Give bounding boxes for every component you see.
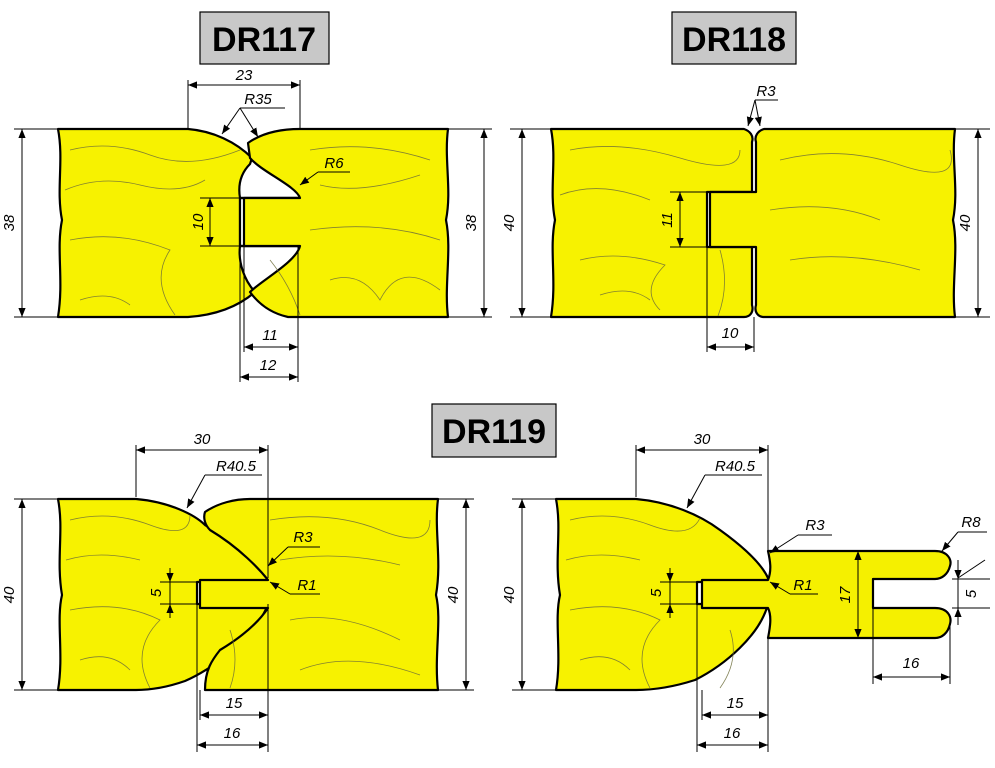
dr119-left-dim-30: 30	[194, 431, 211, 448]
dr119-left-board-a	[56, 497, 270, 692]
dr119-right-dim-40: 40	[501, 586, 518, 603]
dr118-dim-10: 10	[722, 325, 739, 342]
dr119-left-dim-r3: R3	[293, 529, 313, 546]
dr117-dim-r6: R6	[324, 155, 344, 172]
dr119-right-dim-16-slot: 16	[903, 655, 920, 672]
dr118-dim-r3: R3	[756, 83, 776, 100]
dr119-right-dim-r3: R3	[805, 517, 825, 534]
dr117-dim-11: 11	[262, 327, 278, 344]
dr118-profile: R3 40 40 11 10	[501, 83, 990, 352]
dr119-right-dim-17: 17	[837, 586, 854, 603]
dr118-right-board	[708, 127, 957, 319]
dr119-right-dim-r8: R8	[961, 514, 981, 531]
title-dr117-text: DR117	[212, 21, 316, 59]
dr119-right-dim-5-slot: 5	[963, 589, 980, 598]
dr118-left-board	[549, 127, 754, 319]
dr117-right-board	[242, 127, 450, 319]
dr119-right-dim-15: 15	[727, 695, 744, 712]
dr119-left-dim-r40-5: R40.5	[216, 458, 257, 475]
dr119-left-dim-r1: R1	[297, 577, 316, 594]
dr117-dim-38-left: 38	[1, 214, 18, 231]
dr119-left-dim-40-left: 40	[1, 586, 18, 603]
title-dr118-text: DR118	[682, 21, 786, 59]
dr119-right-dim-16: 16	[724, 725, 741, 742]
dr119-right-dim-5: 5	[648, 588, 665, 597]
dr118-dim-40-left: 40	[501, 214, 518, 231]
title-dr119: DR119	[431, 403, 557, 458]
dr119-left-dim-15: 15	[226, 695, 243, 712]
dr117-dim-r35: R35	[244, 91, 272, 108]
title-dr117: DR117	[199, 11, 330, 65]
dr119-right-rail	[554, 497, 770, 692]
dr119-right-panel	[700, 549, 952, 640]
dr119-left-dim-40-right: 40	[445, 586, 462, 603]
dr119-right-profile: 30 R40.5 R3 R1 R8 5 40 17 5	[501, 431, 990, 752]
dr117-dim-23: 23	[235, 67, 253, 84]
dr119-right-dim-r1: R1	[793, 577, 812, 594]
dr117-profile: 23 R35 R6 10 38 38 11 12	[1, 67, 492, 382]
dr118-dim-11: 11	[659, 212, 676, 228]
dr117-dim-38-right: 38	[463, 214, 480, 231]
dr117-dim-10: 10	[190, 213, 207, 230]
dr119-left-dim-5: 5	[148, 588, 165, 597]
dr119-right-dim-30: 30	[694, 431, 711, 448]
title-dr119-text: DR119	[442, 413, 546, 451]
title-dr118: DR118	[671, 11, 797, 65]
dr119-right-dim-r40-5: R40.5	[715, 458, 756, 475]
dr118-dim-40-right: 40	[957, 214, 974, 231]
dr119-left-dim-16: 16	[224, 725, 241, 742]
dr119-left-profile: 30 R40.5 R3 R1 5 40 40 15 16	[1, 431, 474, 752]
dr117-dim-12: 12	[260, 357, 277, 374]
